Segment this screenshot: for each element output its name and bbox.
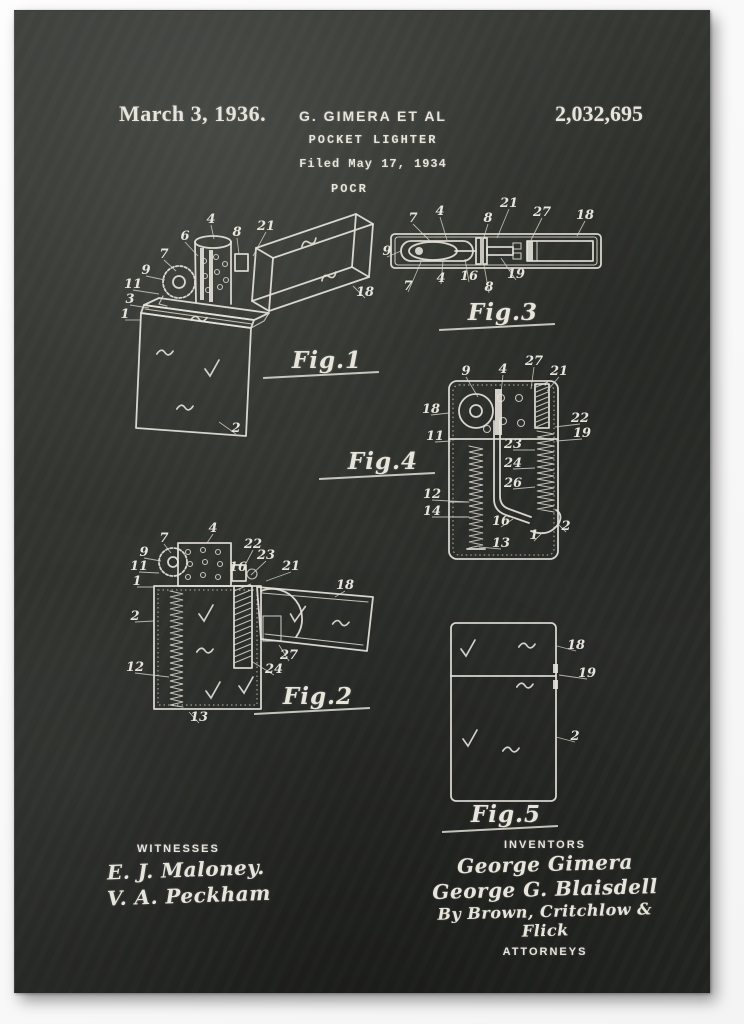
- reference-numeral: 11: [426, 429, 444, 444]
- reference-numeral: 9: [382, 244, 391, 259]
- witnesses-block: WITNESSES E. J. Maloney. V. A. Peckham: [107, 843, 307, 910]
- reference-numeral: 18: [356, 285, 374, 300]
- reference-numeral: 26: [503, 476, 522, 491]
- reference-numeral: 16: [229, 560, 247, 575]
- reference-numeral: 4: [435, 204, 444, 219]
- reference-numeral: 2: [560, 519, 570, 534]
- reference-numeral: 2: [129, 609, 139, 624]
- reference-numeral: 4: [498, 362, 507, 377]
- reference-numeral: 2: [569, 729, 579, 744]
- reference-numeral: 19: [573, 426, 591, 441]
- reference-numeral: 13: [492, 536, 510, 551]
- patent-inventor-line: G. GIMERA ET AL: [299, 108, 447, 124]
- reference-numeral: 1: [529, 528, 538, 543]
- reference-numeral: 9: [139, 545, 148, 560]
- reference-numeral: 1: [120, 307, 129, 322]
- attorneys-heading: ATTORNEYS: [502, 946, 588, 958]
- reference-numeral: 6: [180, 229, 189, 244]
- patent-grant-date: March 3, 1936.: [119, 101, 267, 126]
- reference-numeral: 19: [578, 666, 596, 681]
- fig5-drawing: 18 19 2: [450, 622, 596, 802]
- fig1-label: Fig.1: [277, 347, 377, 374]
- inventors-heading: INVENTORS: [504, 839, 586, 851]
- patent-number: 2,032,695: [555, 101, 643, 126]
- fig3-drawing: 7 4 8 21 27 18 9 7 4 16 8 19: [382, 196, 602, 295]
- witnesses-heading: WITNESSES: [137, 843, 220, 855]
- fig5-label: Fig.5: [456, 801, 556, 828]
- attorney-signature: By Brown, Critchlow & Flick: [437, 899, 653, 941]
- reference-numeral: 19: [507, 267, 525, 282]
- reference-numeral: 27: [532, 205, 551, 220]
- reference-numeral: 16: [492, 514, 510, 529]
- fig2-label: Fig.2: [268, 683, 368, 710]
- reference-numeral: 12: [126, 660, 144, 675]
- fig3-label: Fig.3: [453, 299, 553, 326]
- reference-numeral: 22: [243, 537, 262, 552]
- reference-numeral: 22: [570, 411, 589, 426]
- reference-numeral: 16: [460, 269, 478, 284]
- reference-numeral: 18: [336, 578, 354, 593]
- reference-numeral: 13: [190, 710, 208, 725]
- reference-numeral: 8: [484, 280, 493, 295]
- reference-numeral: 18: [422, 402, 440, 417]
- reference-numeral: 7: [159, 531, 168, 546]
- reference-numeral: 8: [232, 225, 241, 240]
- reference-numeral: 8: [483, 211, 492, 226]
- reference-numeral: 27: [524, 354, 543, 369]
- reference-numeral: 9: [461, 364, 470, 379]
- reference-numeral: 14: [423, 504, 441, 519]
- reference-numeral: 7: [408, 211, 417, 226]
- reference-numeral: 11: [124, 277, 142, 292]
- reference-numeral: 18: [576, 208, 594, 223]
- patent-print-poster: March 3, 1936. G. GIMERA ET AL 2,032,695…: [14, 10, 710, 993]
- reference-numeral: 4: [208, 521, 217, 536]
- reference-numeral: 21: [499, 196, 518, 211]
- reference-numeral: 7: [403, 279, 412, 294]
- reference-numeral: 7: [159, 247, 168, 262]
- fig4-label: Fig.4: [333, 448, 433, 475]
- reference-numeral: 27: [279, 648, 298, 663]
- reference-numeral: 21: [256, 219, 275, 234]
- reference-numeral: 2: [230, 421, 240, 436]
- witness-signature: V. A. Peckham: [106, 880, 272, 911]
- reference-numeral: 23: [503, 437, 522, 452]
- patent-title: POCKET LIGHTER: [308, 133, 438, 147]
- reference-numeral: 1: [132, 574, 141, 589]
- reference-numeral: 21: [549, 364, 568, 379]
- patent-filed-line: Filed May 17, 1934: [299, 157, 447, 171]
- reference-numeral: 3: [125, 292, 134, 307]
- reference-numeral: 12: [423, 487, 441, 502]
- inventors-block: INVENTORS George Gimera George G. Blaisd…: [420, 839, 670, 958]
- reference-numeral: 18: [567, 638, 585, 653]
- reference-numeral: 24: [264, 662, 283, 677]
- reference-numeral: 11: [130, 559, 148, 574]
- reference-numeral: 23: [256, 548, 275, 563]
- reference-numeral: 21: [281, 559, 300, 574]
- reference-numeral: 9: [141, 263, 150, 278]
- patent-code-line: POCR: [331, 182, 368, 196]
- reference-numeral: 4: [436, 271, 445, 286]
- reference-numeral: 24: [503, 456, 522, 471]
- reference-numeral: 4: [206, 212, 215, 227]
